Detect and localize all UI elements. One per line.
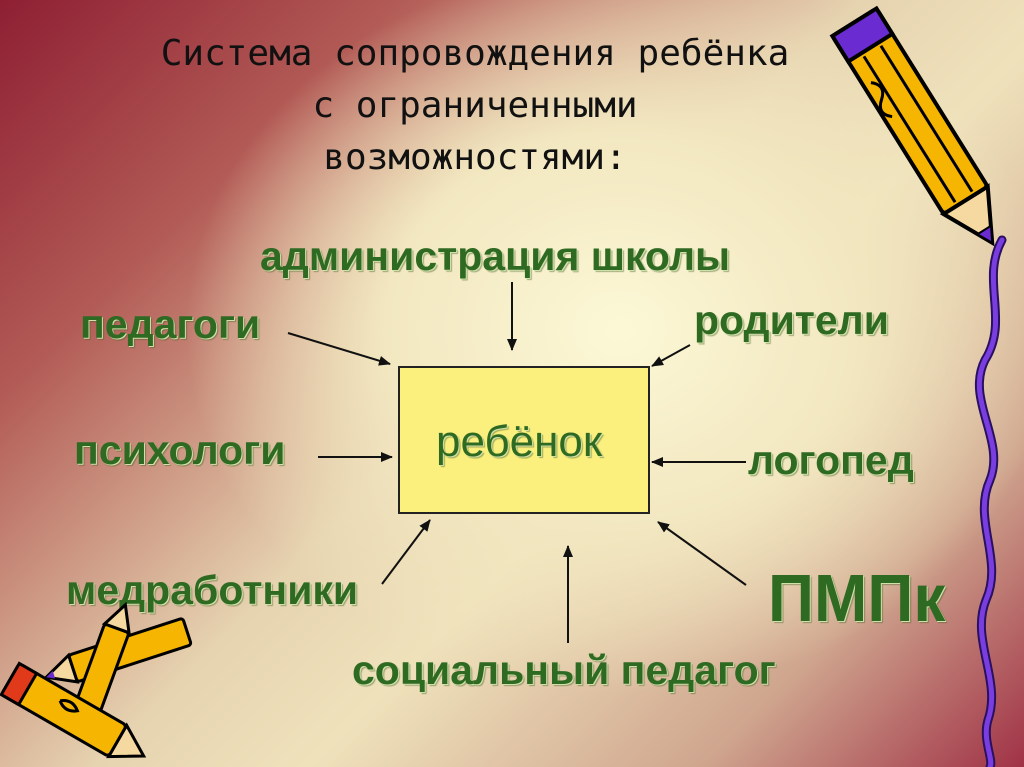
arrow-medical-workers (381, 519, 431, 585)
title-line-1: Система сопровождения ребёнка (160, 33, 790, 74)
center-box: ребёнок (398, 366, 650, 514)
title-line-3: возможностями: (323, 137, 627, 178)
node-psychologists: психологи (74, 427, 286, 473)
node-teachers: педагоги (80, 301, 261, 347)
center-label: ребёнок (436, 417, 603, 466)
node-medical-workers: медработники (66, 567, 359, 613)
node-social-teacher: социальный педагог (352, 647, 776, 693)
node-parents: родители (694, 297, 889, 343)
arrow-parents (651, 344, 691, 367)
arrow-pmpk (657, 521, 747, 586)
node-administration: администрация школы (260, 233, 731, 279)
node-pmpk: ПМПк (768, 560, 946, 636)
arrow-teachers (287, 332, 391, 366)
title-line-2: с ограниченными (312, 85, 638, 126)
slide-title: Система сопровождения ребёнка с ограниче… (40, 28, 910, 184)
node-speech-therapist: логопед (748, 437, 914, 483)
